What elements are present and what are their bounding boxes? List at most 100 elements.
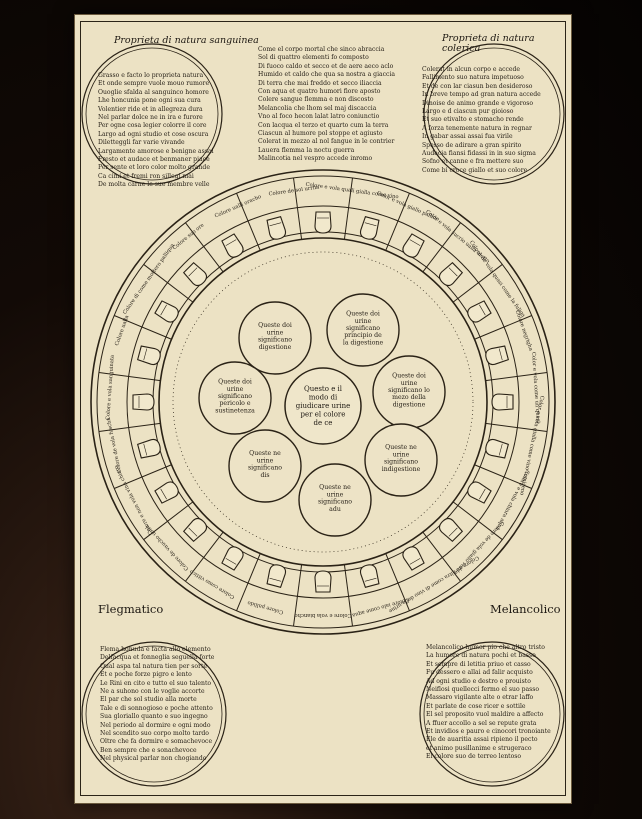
phlegmatic-verse-line: Sua gloriallo quanto e suo ingegno — [100, 713, 208, 721]
wheel-spoke — [474, 464, 532, 489]
sanguine-verse-line: Diletteggli far varie vivande — [98, 139, 185, 147]
choleric-heading: Proprieta di natura colerica — [442, 33, 535, 54]
urine-flask-icon — [438, 261, 464, 287]
color-label: Colore pallido — [247, 599, 284, 615]
urine-flask-icon — [182, 517, 208, 543]
urine-flask-icon — [467, 300, 492, 323]
melancholic-verse-line: Fu dessero e allai ad falir acquisto — [426, 669, 533, 677]
page-border — [80, 21, 566, 796]
phlegmatic-verse-line: Le Rini en cito e tutto el suo talento — [100, 679, 212, 687]
digestion-circle — [326, 293, 400, 367]
urine-flask-icon — [154, 481, 179, 504]
elements-verse-line: Sol di quattro elementi fo composto — [258, 54, 369, 62]
urine-flask-icon — [402, 233, 425, 258]
wheel-spoke — [343, 564, 353, 627]
wheel-spoke — [98, 422, 161, 432]
sanguine-verse-line: Fresto et audace et benmaner piace — [98, 156, 210, 164]
sanguine-verse-line: Et onde sempre vuole mouo rumore — [98, 80, 210, 88]
wheel-spoke — [385, 553, 410, 611]
choleric-verse-line: In gabar assai assai fua virile — [422, 133, 513, 141]
elements-verse-line: Colerat in mezzo al nol fangue in le con… — [258, 138, 395, 146]
elements-verse-line: Colere sangue flemma e non discosto — [258, 96, 374, 104]
urine-flask-icon — [359, 215, 380, 240]
elements-verse-line: Ciascun al humore pol stoppe et agiusto — [258, 130, 383, 138]
wheel-spoke — [452, 264, 503, 303]
sanguine-verse-line: Ouoglie sfalda al sanguinco homore — [98, 88, 209, 96]
urine-flask-icon — [221, 233, 244, 258]
urine-flask-icon — [485, 345, 510, 366]
wheel-ring — [158, 237, 488, 567]
melancholic-verse-line: Melancolico humor pio che altro tristo — [426, 644, 545, 651]
urine-flask-icon — [136, 345, 161, 366]
digestion-circle — [298, 463, 372, 537]
elements-verse-line: Lauera flemma la noctu guerra — [258, 146, 355, 154]
urine-flask-icon — [132, 393, 155, 411]
melancholic-verse-line: La humore di natura pochi et basso — [426, 652, 536, 660]
wheel-spoke — [114, 464, 172, 489]
urine-flask-icon — [438, 517, 464, 543]
wheel-spoke — [236, 553, 261, 611]
urine-flask-icon — [266, 215, 287, 240]
corner-circle-inner — [423, 645, 561, 783]
melancholic-verse-line: et animo pusillanime e strugeraco — [426, 744, 532, 752]
digestion-circle — [198, 361, 272, 435]
melancholic-heading: Melancolico — [490, 602, 561, 616]
sanguine-verse-line: Per ogne cosa legier colorre il core — [98, 122, 207, 130]
melancholic-verse-line: A ffuer accollo a sel se repute grata — [426, 719, 537, 727]
sanguine-verse-line: Largamente amorose e benigne assai — [98, 147, 214, 155]
sanguine-verse-line: Ca cimi et fremi ron sillegi mai — [98, 172, 194, 180]
wheel-spoke — [185, 222, 224, 273]
urine-flask-icon — [182, 261, 208, 287]
corner-circle — [81, 43, 223, 185]
phlegmatic-verse-line: Oltre che fa dormire e somachevoce — [100, 738, 213, 746]
urine-flask-icon — [491, 393, 514, 411]
urine-flask-icon — [359, 564, 380, 589]
wheel-spoke — [143, 501, 194, 540]
corner-circle-inner — [85, 645, 223, 783]
wheel-ring — [96, 175, 550, 629]
wheel-spoke — [143, 264, 194, 303]
choleric-verse-line: Dinoise de animo grande e vigoroso — [422, 99, 534, 107]
phlegmatic-verse-line: Ne a suhono con le voglie accorte — [100, 688, 205, 696]
urine-wheel-diagram: Colore e vola quali gialla come vinoColo… — [81, 43, 565, 787]
color-label: Colore e vola sanguinata — [105, 355, 115, 421]
urine-flask-icon — [314, 570, 332, 593]
urine-flask-icon — [467, 481, 492, 504]
sanguine-verse-line: Largo ad ogni studio et cose oscura — [98, 130, 209, 138]
melancholic-verse-line: El sel proposito vuol maldire a affecto — [426, 711, 544, 719]
corner-circle — [81, 641, 227, 787]
melancholic-verse-line: Ad ogni studio e destro e prouisto — [426, 677, 531, 685]
sanguine-verse-line: Nel parlar dolce ne in ira e furore — [98, 114, 203, 122]
melancholic-verse-line: Neiflosi quellecci fermo el suo passo — [426, 686, 540, 694]
color-label: Colore ualla — [114, 315, 130, 347]
color-label: Colore como vittico — [189, 568, 236, 600]
wheel-ring — [126, 205, 520, 599]
wheel-spoke — [185, 531, 224, 582]
melancholic-verse-line: Et parlate de cose ricer e sottile — [426, 702, 526, 710]
central-circle — [284, 367, 362, 445]
wheel-spoke — [422, 222, 461, 273]
phlegmatic-verse-line: Nel scendito suo corpo molto tardo — [100, 730, 209, 738]
wheel-spoke — [385, 193, 410, 251]
sanguine-heading: Proprieta di natura sanguinea — [114, 35, 259, 46]
wheel-spoke — [236, 193, 261, 251]
elements-verse-line: Humido et caldo che qua sa nostra a giac… — [258, 71, 396, 79]
choleric-verse-line: Largo e d ciascun pur gioioso — [422, 108, 514, 116]
sanguine-verse-line: Grasso e facto lo proprieta natura — [98, 72, 204, 79]
wheel-spoke — [452, 501, 503, 540]
digestion-circle — [228, 429, 302, 503]
elements-verse-line: Di terra che mai freddo et secco iliacci… — [258, 79, 382, 87]
choleric-verse-line: Spesso de adirare a gran spirito — [422, 141, 522, 149]
color-label: Colore de sol urrna — [268, 185, 319, 198]
melancholic-verse-line: Et invidios e pauro e cinocori tronoiant… — [426, 728, 551, 736]
color-label: Color e vola come un quasi — [530, 352, 541, 424]
wheel-spoke — [343, 177, 353, 240]
phlegmatic-verse-line: Flema honuda e facta allo elemento — [100, 646, 211, 653]
